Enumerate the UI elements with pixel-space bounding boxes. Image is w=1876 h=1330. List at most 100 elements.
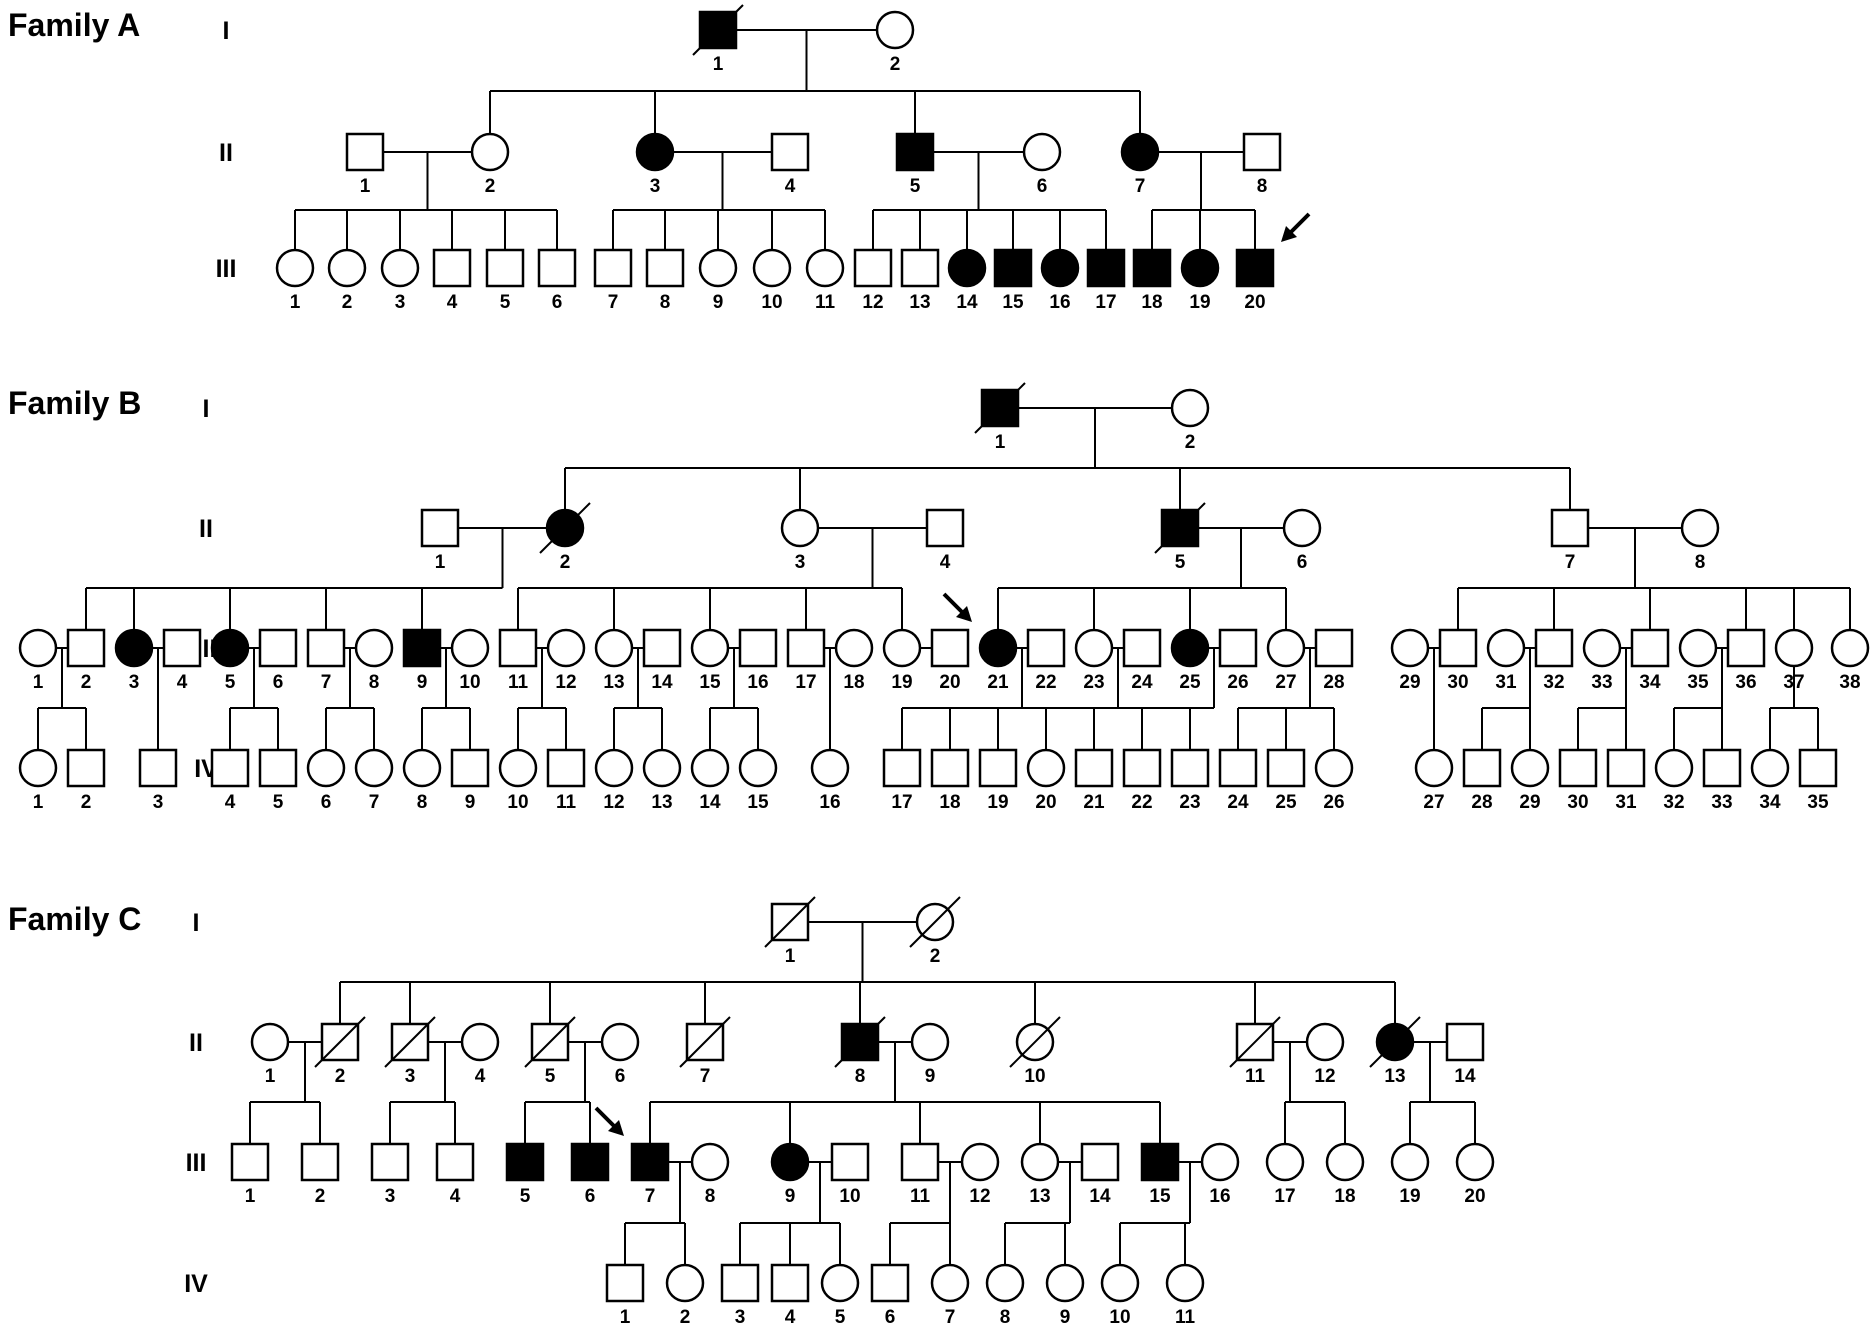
- individual-symbol-male-affected: [1235, 248, 1275, 288]
- individual-symbol-male: [230, 1142, 270, 1182]
- individual-number: 17: [795, 672, 816, 693]
- individual-number: 29: [1519, 792, 1540, 813]
- individual-symbol-male: [642, 628, 682, 668]
- individual-number: 1: [435, 552, 446, 573]
- individual-number: 20: [939, 672, 960, 693]
- individual-number: 3: [405, 1066, 416, 1087]
- individual-number: 12: [555, 672, 576, 693]
- individual-symbol-male: [786, 628, 826, 668]
- individual-number: 2: [81, 672, 92, 693]
- individual-symbol-female: [1678, 628, 1718, 668]
- individual-symbol-female-affected: [210, 628, 250, 668]
- individual-symbol-male: [1702, 748, 1742, 788]
- individual-symbol-male: [162, 628, 202, 668]
- individual-number: 8: [705, 1186, 716, 1207]
- individual-symbol-male-affected: [505, 1142, 545, 1182]
- individual-number: 1: [33, 792, 44, 813]
- individual-number: 30: [1567, 792, 1588, 813]
- individual-number: 9: [785, 1186, 796, 1207]
- individual-symbol-female: [1170, 388, 1210, 428]
- individual-symbol-female: [18, 748, 58, 788]
- individual-number: 27: [1275, 672, 1296, 693]
- individual-symbol-male: [770, 1263, 810, 1303]
- individual-number: 34: [1759, 792, 1781, 813]
- individual-number: 2: [315, 1186, 326, 1207]
- individual-number: 30: [1447, 672, 1468, 693]
- individual-number: 22: [1131, 792, 1152, 813]
- individual-symbol-male: [66, 748, 106, 788]
- individual-symbol-male-affected: [1086, 248, 1126, 288]
- individual-number: 10: [507, 792, 528, 813]
- individual-number: 1: [995, 432, 1006, 453]
- individual-symbol-male: [450, 748, 490, 788]
- individual-symbol-female: [470, 132, 510, 172]
- individual-number: 12: [862, 292, 883, 313]
- individual-symbol-female: [690, 748, 730, 788]
- deceased-slash: [909, 896, 961, 948]
- individual-symbol-female: [1390, 1142, 1430, 1182]
- individual-number: 33: [1591, 672, 1612, 693]
- individual-number: 37: [1783, 672, 1804, 693]
- individual-number: 8: [855, 1066, 866, 1087]
- family-label: Family A: [8, 7, 140, 43]
- individual-number: 10: [1109, 1307, 1130, 1328]
- individual-symbol-female: [882, 628, 922, 668]
- individual-number: 14: [1454, 1066, 1476, 1087]
- individual-symbol-male: [605, 1263, 645, 1303]
- individual-symbol-male: [537, 248, 577, 288]
- deceased-slash: [384, 1016, 436, 1068]
- individual-symbol-female: [1200, 1142, 1240, 1182]
- individual-symbol-female: [354, 628, 394, 668]
- individual-number: 24: [1227, 792, 1249, 813]
- individual-number: 21: [1083, 792, 1105, 813]
- individual-symbol-female-affected: [1170, 628, 1210, 668]
- individual-symbol-female: [1265, 1142, 1305, 1182]
- individual-symbol-male: [345, 132, 385, 172]
- individual-symbol-male: [1462, 748, 1502, 788]
- individual-number: 8: [1257, 176, 1268, 197]
- generation-label: II: [219, 139, 233, 167]
- individual-number: 7: [700, 1066, 711, 1087]
- individual-symbol-male: [738, 628, 778, 668]
- individual-number: 18: [1141, 292, 1162, 313]
- individual-symbol-male: [900, 1142, 940, 1182]
- individual-symbol-female: [1654, 748, 1694, 788]
- individual-symbol-male: [1314, 628, 1354, 668]
- individual-symbol-female: [1266, 628, 1306, 668]
- individual-number: 23: [1083, 672, 1104, 693]
- individual-symbol-female: [910, 1022, 950, 1062]
- individual-number: 3: [735, 1307, 746, 1328]
- deceased-slash: [1229, 1016, 1281, 1068]
- individual-number: 2: [1185, 432, 1196, 453]
- individual-symbol-female: [498, 748, 538, 788]
- individual-number: 3: [385, 1186, 396, 1207]
- individual-number: 5: [225, 672, 236, 693]
- individual-symbol-female-affected: [1180, 248, 1220, 288]
- individual-number: 6: [1037, 176, 1048, 197]
- individual-symbol-female-affected: [947, 248, 987, 288]
- individual-number: 16: [819, 792, 840, 813]
- individual-number: 19: [891, 672, 912, 693]
- individual-symbol-male: [1122, 748, 1162, 788]
- individual-number: 5: [910, 176, 921, 197]
- individual-number: 9: [1060, 1307, 1071, 1328]
- individual-symbol-female: [834, 628, 874, 668]
- individual-symbol-male: [830, 1142, 870, 1182]
- individual-number: 4: [940, 552, 951, 573]
- individual-symbol-male: [1798, 748, 1838, 788]
- individual-symbol-male: [498, 628, 538, 668]
- individual-symbol-male: [1445, 1022, 1485, 1062]
- individual-symbol-male: [1550, 508, 1590, 548]
- individual-symbol-female: [1165, 1263, 1205, 1303]
- individual-number: 26: [1323, 792, 1344, 813]
- family-label: Family B: [8, 385, 141, 421]
- individual-symbol-male-affected: [895, 132, 935, 172]
- individual-symbol-female: [805, 248, 845, 288]
- individual-number: 34: [1639, 672, 1661, 693]
- individual-symbol-male: [300, 1142, 340, 1182]
- individual-symbol-male: [870, 1263, 910, 1303]
- individual-number: 6: [273, 672, 284, 693]
- individual-number: 3: [129, 672, 140, 693]
- individual-number: 1: [360, 176, 371, 197]
- individual-number: 7: [945, 1307, 956, 1328]
